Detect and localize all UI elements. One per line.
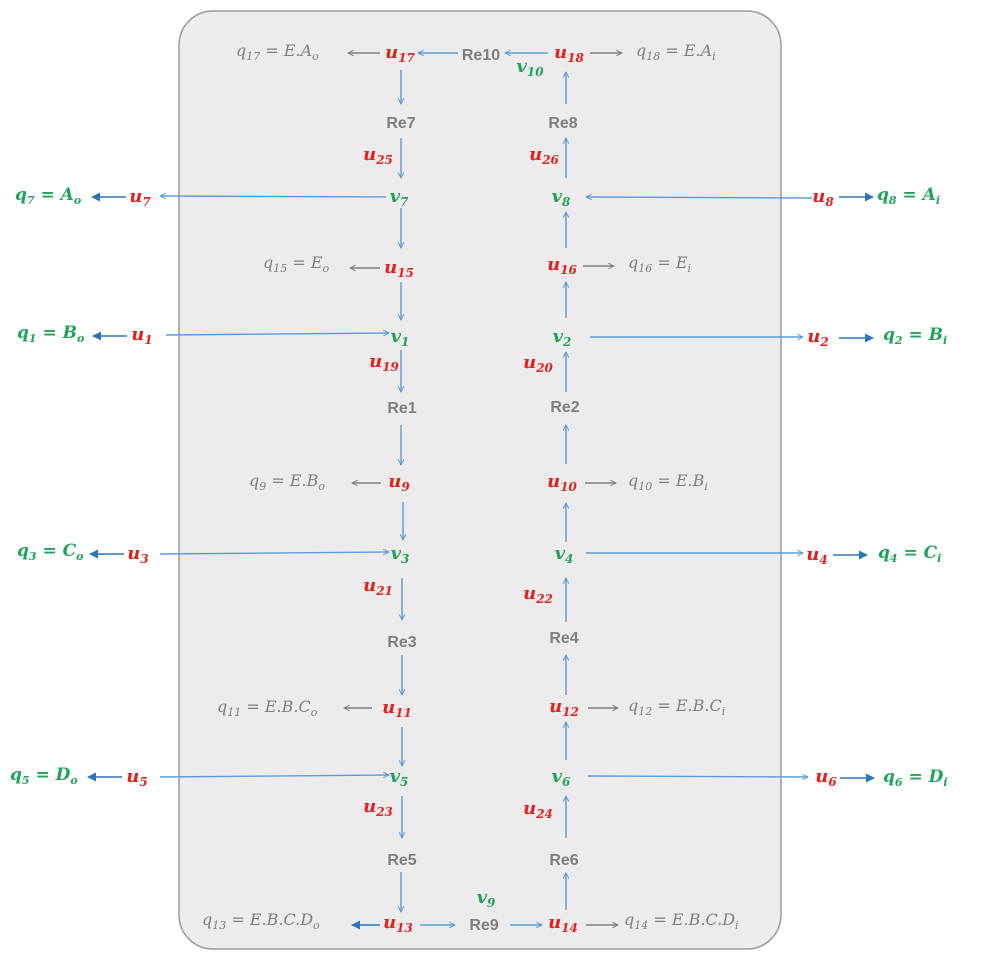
output-q14: q14 = E.B.C.Di [624,910,739,932]
node-u14: u14 [548,912,578,935]
node-u3: u3 [127,543,148,566]
output-q18: q18 = E.Ai [636,41,716,63]
output-q5: q5 = Do [10,765,78,787]
output-q9: q9 = E.Bo [249,471,325,493]
node-u13: u13 [383,912,413,935]
reaction-re9: Re9 [469,917,498,934]
output-q6: q6 = Di [883,767,948,789]
reaction-re1: Re1 [387,400,416,417]
node-u8: u8 [812,186,834,209]
node-u19: u19 [369,351,399,374]
reaction-re4: Re4 [549,630,578,647]
node-u15: u15 [384,257,414,280]
node-u18: u18 [554,42,584,65]
arrow-u3-to-v3 [159,552,389,554]
node-v4: v4 [555,543,574,566]
output-q4: q4 = Ci [878,543,941,565]
node-v7: v7 [390,186,409,209]
compartment-panel [178,10,782,950]
node-u11: u11 [382,697,412,720]
output-q3: q3 = Co [17,541,84,563]
node-v10: v10 [516,56,544,79]
node-u5: u5 [126,766,147,789]
output-q17: q17 = E.Ao [236,41,319,63]
reaction-re5: Re5 [387,852,416,869]
reaction-re3: Re3 [387,634,416,651]
node-u17: u17 [385,42,415,65]
arrow-v6-to-u6 [587,776,808,777]
node-u21: u21 [363,575,393,598]
reaction-re10: Re10 [462,47,500,64]
node-v8: v8 [552,186,571,209]
node-v3: v3 [391,543,410,566]
node-u20: u20 [523,352,553,375]
output-q1: q1 = Bo [17,323,84,345]
node-u4: u4 [806,544,827,567]
node-u2: u2 [807,326,828,349]
node-u25: u25 [363,144,393,167]
node-u7: u7 [129,186,151,209]
node-v1: v1 [391,326,410,349]
node-v5: v5 [390,766,409,789]
arrows-layer [87,53,875,930]
arrow-v7-to-u7 [160,196,387,197]
node-v9: v9 [477,887,496,910]
node-u24: u24 [523,798,553,821]
reaction-re7: Re7 [386,115,415,132]
arrow-u8-to-v8 [586,197,813,198]
node-u1: u1 [131,324,152,347]
reaction-re8: Re8 [548,115,577,132]
reaction-re2: Re2 [550,399,579,416]
node-v6: v6 [552,766,571,789]
arrow-u5-to-v5 [159,775,389,777]
reaction-re6: Re6 [549,852,578,869]
output-q2: q2 = Bi [883,325,947,347]
arrow-u1-to-v1 [165,333,389,335]
node-v2: v2 [553,326,572,349]
output-q10: q10 = E.Bi [628,471,708,493]
output-q8: q8 = Ai [877,185,940,207]
output-q11: q11 = E.B.Co [217,697,318,719]
node-u22: u22 [523,583,553,606]
output-q13: q13 = E.B.C.Do [202,910,320,932]
node-u26: u26 [529,144,559,167]
node-u10: u10 [547,471,577,494]
output-q7: q7 = Ao [15,185,81,207]
node-u16: u16 [547,254,577,277]
node-u12: u12 [549,696,579,719]
node-u6: u6 [815,766,837,789]
output-q15: q15 = Eo [263,253,330,275]
node-u23: u23 [363,796,393,819]
output-q12: q12 = E.B.Ci [628,696,725,718]
node-u9: u9 [388,471,410,494]
output-q16: q16 = Ei [628,253,691,275]
